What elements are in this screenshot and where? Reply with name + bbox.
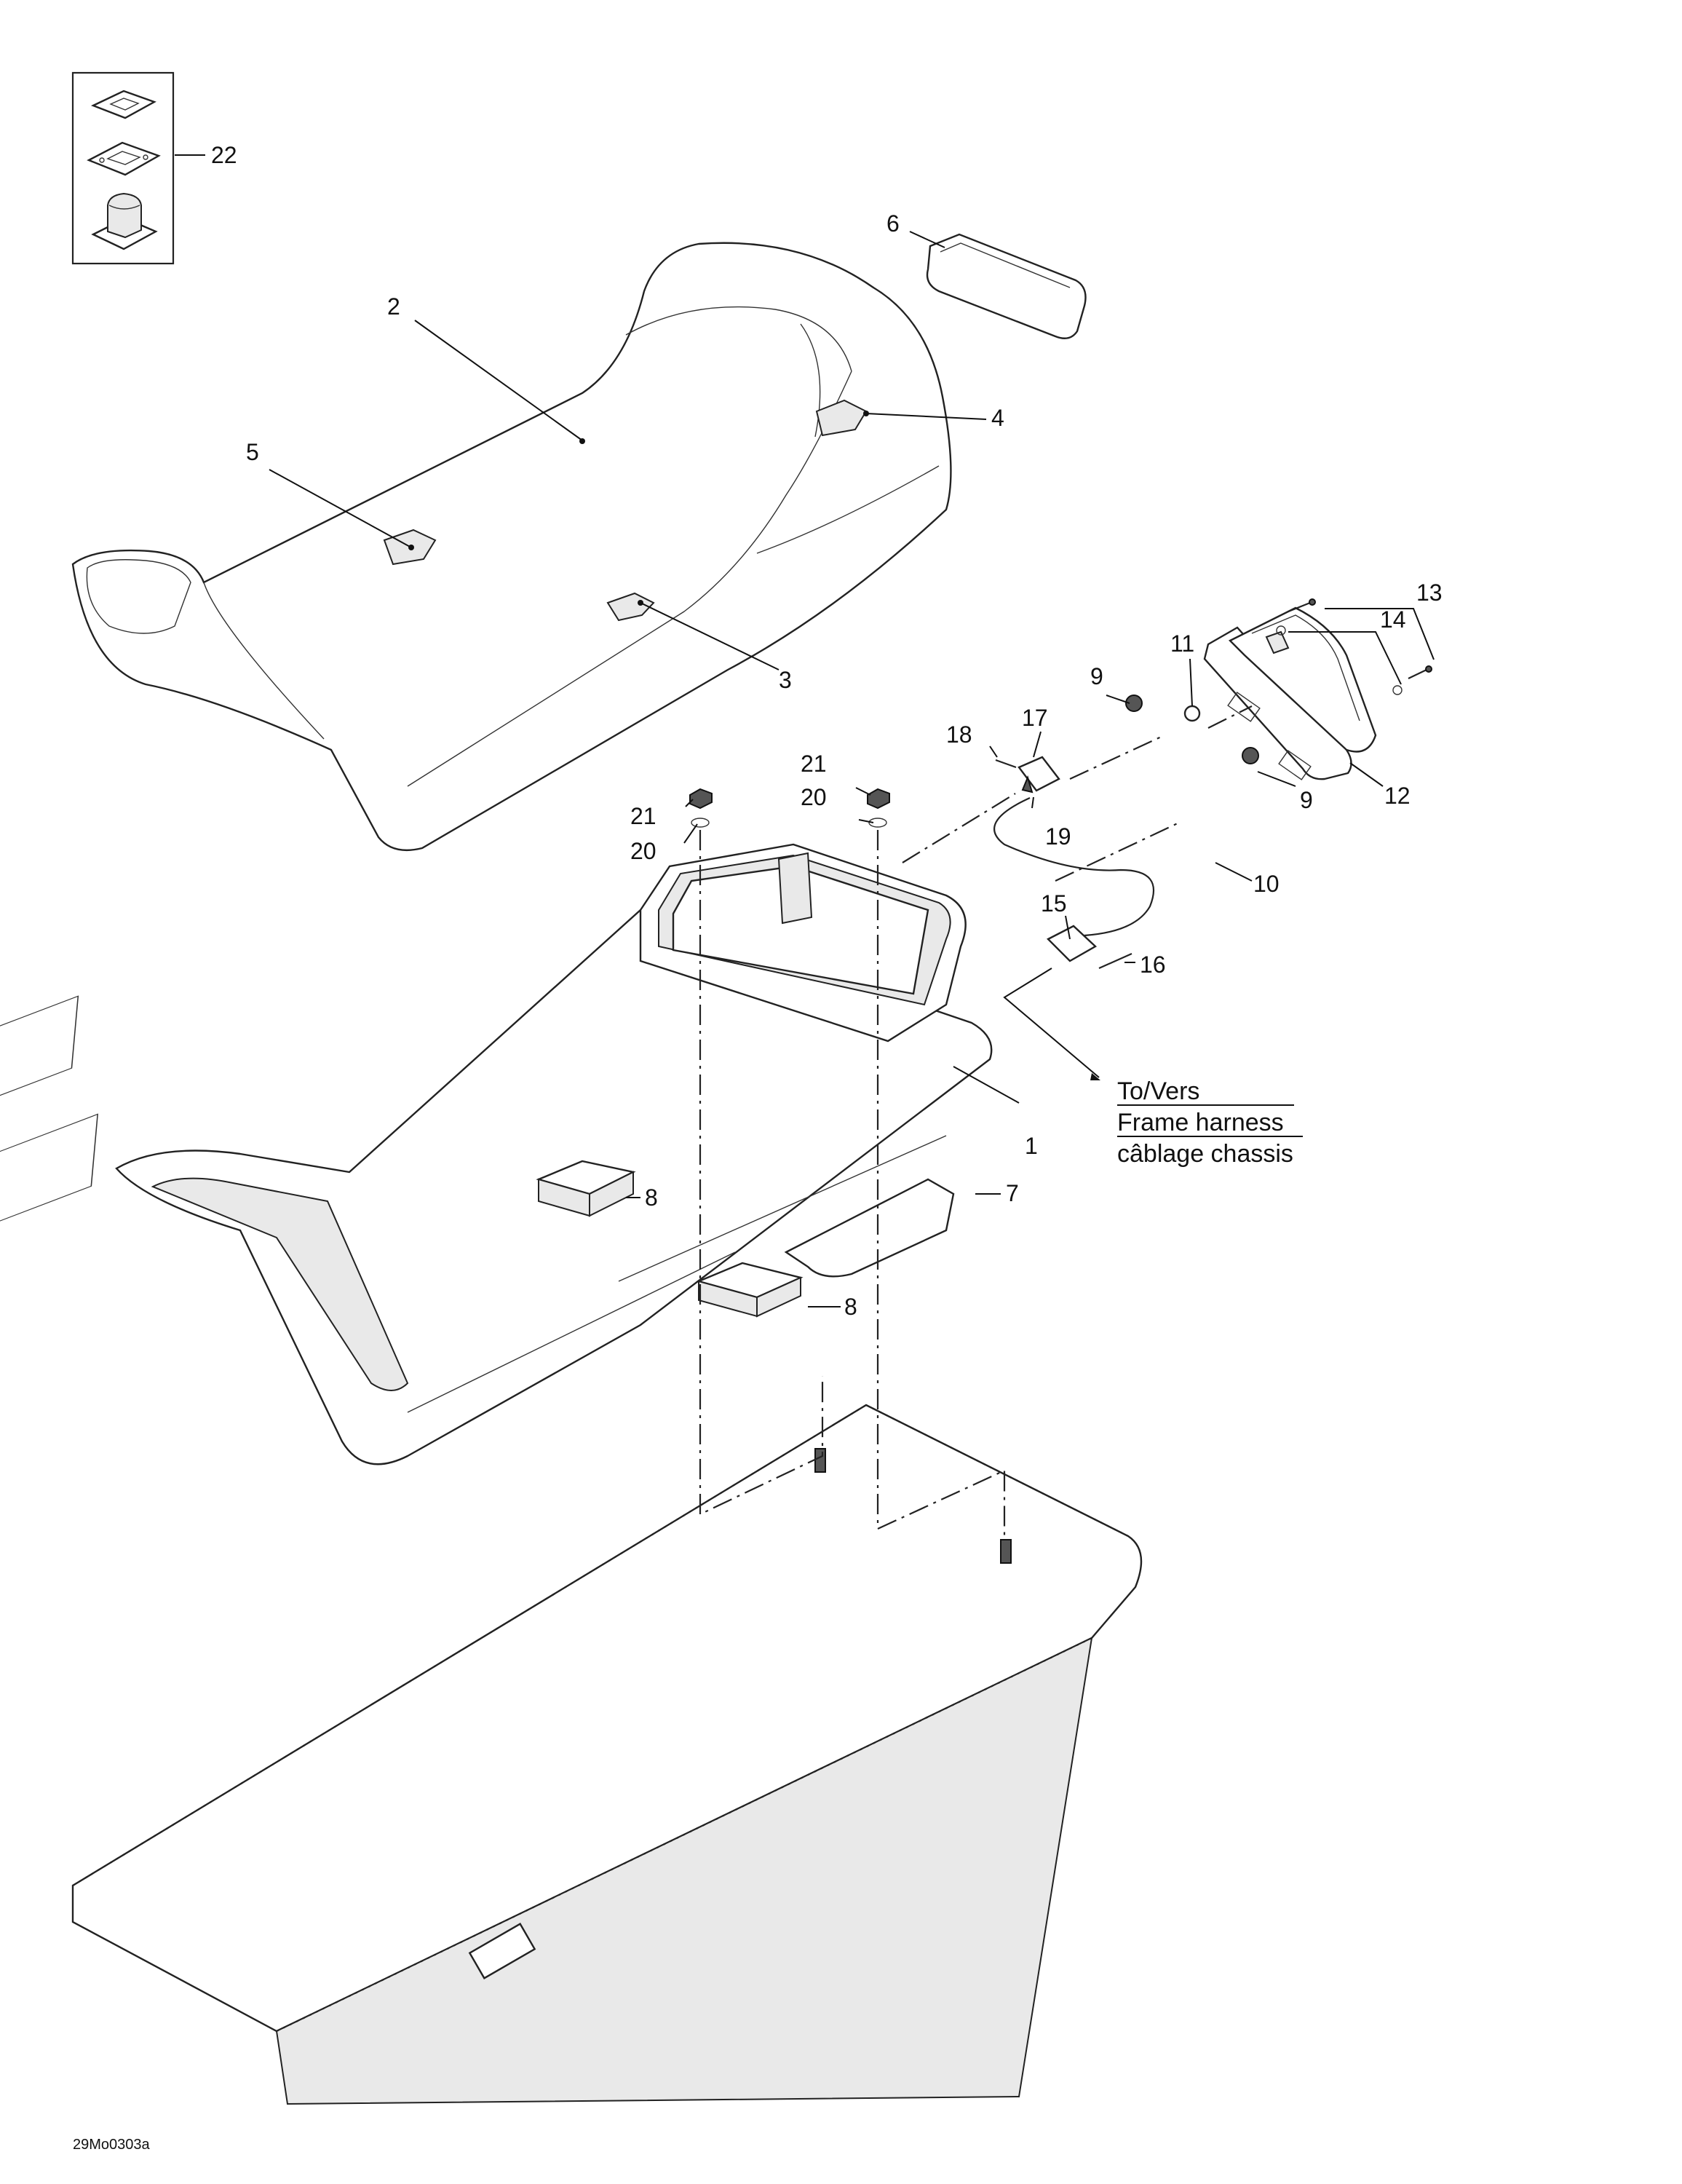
cover-plate-7 <box>784 1178 955 1278</box>
washer-20-left <box>691 818 710 828</box>
note-line-1: To/Vers <box>1117 1077 1199 1105</box>
connector-15 <box>1046 925 1098 962</box>
seat-label-4 <box>815 399 868 437</box>
washer-14-top <box>1276 625 1286 636</box>
wire-harness-taillight <box>993 796 1154 937</box>
foam-block-8-lower <box>696 1262 804 1318</box>
callout-6: 6 <box>886 210 900 237</box>
callout-20-left: 20 <box>630 838 656 864</box>
callout-9-bottom: 9 <box>1300 787 1313 813</box>
washer-14-right <box>1392 685 1403 695</box>
grommet-9-top <box>1125 695 1143 712</box>
seat-label-3 <box>606 592 655 622</box>
nut-21-right <box>867 788 890 810</box>
callout-21-left: 21 <box>630 803 656 829</box>
callout-16: 16 <box>1140 951 1166 978</box>
nut-21-left <box>689 788 713 810</box>
connector-17 <box>1017 756 1060 794</box>
callout-1: 1 <box>1025 1133 1038 1159</box>
stud-right <box>1000 1539 1012 1564</box>
callout-7: 7 <box>1006 1180 1019 1206</box>
kit-plate-middle <box>87 141 161 176</box>
assembly-lines <box>699 705 1253 1540</box>
callout-22: 22 <box>211 142 237 168</box>
note-line-2: Frame harness <box>1117 1109 1284 1136</box>
callout-18: 18 <box>946 721 972 748</box>
stud-left <box>814 1448 826 1473</box>
taillight-lens <box>1228 606 1377 753</box>
taillight-housing <box>1203 626 1352 780</box>
washer-20-right <box>868 818 887 828</box>
callout-20-right: 20 <box>801 784 827 810</box>
frame-tunnel <box>71 1404 1143 2105</box>
kit-gasket-top <box>90 90 156 119</box>
foam-block-8-upper <box>536 1160 636 1217</box>
callout-labels: 1 2 3 4 5 6 7 8 8 9 9 10 11 12 13 14 15 … <box>211 142 1443 1320</box>
callout-21-right: 21 <box>801 751 827 777</box>
kit-latch-bottom <box>91 192 158 250</box>
callout-14: 14 <box>1380 606 1406 633</box>
callout-10: 10 <box>1253 871 1280 897</box>
leader-lines <box>175 154 1435 1307</box>
callout-11: 11 <box>1170 630 1194 657</box>
grommet-9-bottom <box>1242 747 1259 764</box>
bulb-socket-11 <box>1183 705 1201 722</box>
callout-17: 17 <box>1022 705 1048 731</box>
screw-13-right <box>1408 665 1432 679</box>
callout-8-upper: 8 <box>645 1184 658 1211</box>
seat-cushion <box>71 242 952 851</box>
frame-harness-note: To/Vers Frame harness câblage chassis <box>1117 1077 1303 1168</box>
callout-9-top: 9 <box>1090 663 1103 689</box>
callout-13: 13 <box>1416 579 1443 606</box>
callout-8-lower: 8 <box>844 1294 857 1320</box>
callout-2: 2 <box>387 293 400 320</box>
drawing-code: 29Mo0303a <box>73 2137 151 2153</box>
callout-3: 3 <box>779 667 792 693</box>
callout-5: 5 <box>246 439 259 465</box>
callout-12: 12 <box>1384 783 1411 809</box>
pin-16 <box>1098 952 1132 970</box>
screw-13-top <box>1288 598 1316 613</box>
kit-inset-box <box>71 71 175 265</box>
callout-15: 15 <box>1041 890 1067 917</box>
callout-4: 4 <box>991 405 1004 431</box>
pin-18 <box>995 759 1017 769</box>
note-line-3: câblage chassis <box>1117 1140 1293 1168</box>
backrest-pad <box>926 233 1087 339</box>
callout-19: 19 <box>1045 823 1071 850</box>
